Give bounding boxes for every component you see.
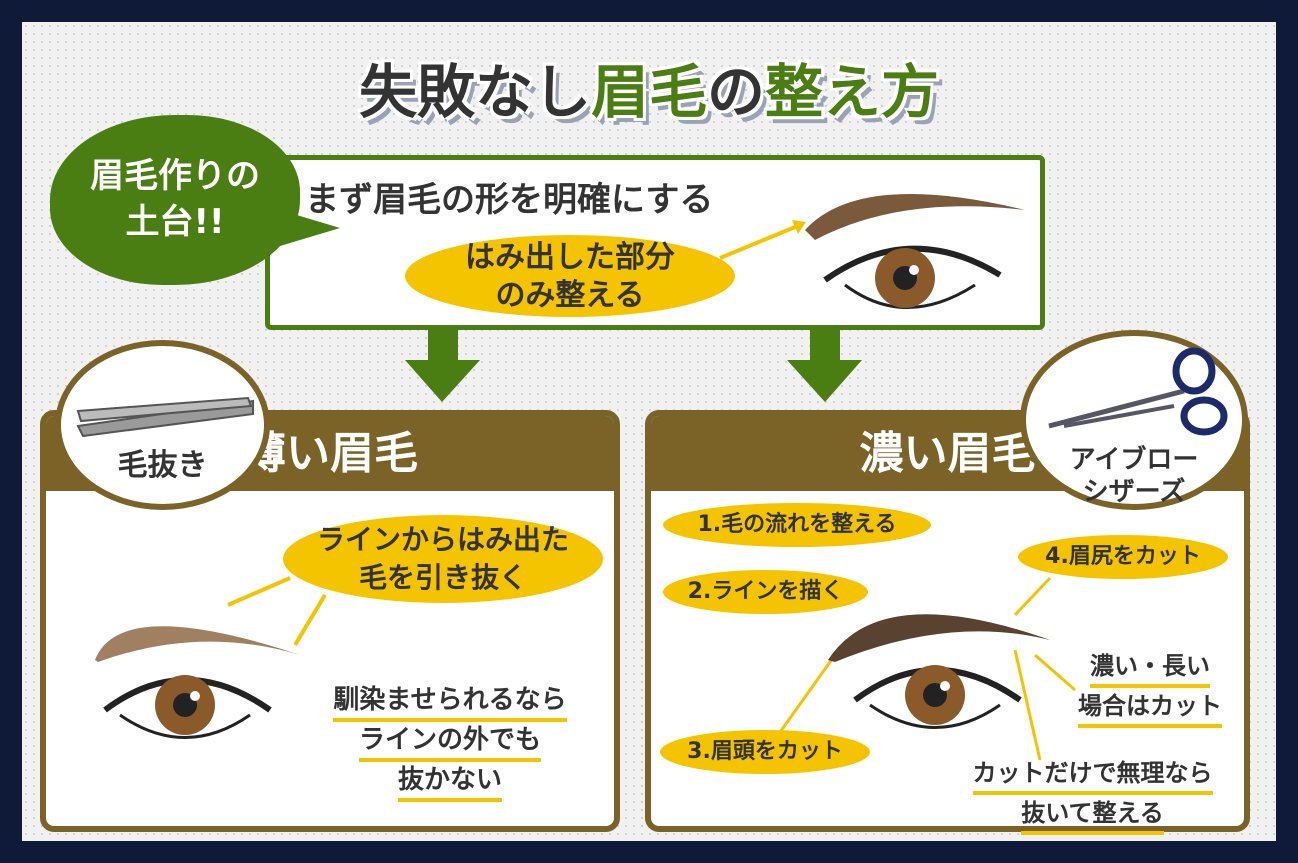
step-3: 3.眉頭をカット: [660, 730, 870, 774]
left-note: 馴染ませられるならラインの外でも抜かない: [300, 682, 600, 802]
intro-heading: まず眉毛の形を明確にする: [305, 180, 714, 220]
scissors-icon: [1048, 347, 1228, 436]
eyebrow-top: [805, 194, 1025, 240]
down-arrow-icon: [787, 330, 862, 402]
intro-pill: はみ出した部分のみ整える: [405, 235, 735, 317]
step-1: 1.毛の流れを整える: [663, 503, 931, 547]
tweezers-circle: 毛抜き: [55, 340, 270, 510]
step-2: 2.ラインを描く: [663, 570, 868, 614]
tweezers-icon: [75, 396, 254, 438]
page-title: 失敗なし眉毛の整え方: [358, 58, 940, 126]
intro-bubble: 眉毛作りの土台!!: [50, 115, 340, 285]
eye-top: [823, 245, 1002, 309]
right-note-2: カットだけで無理なら抜いて整える: [945, 755, 1240, 835]
left-callout: ラインからはみ出た毛を引き抜く: [283, 515, 603, 603]
scissors-circle: アイブローシザーズ: [1020, 330, 1248, 510]
right-note-1: 濃い・長い場合はカット: [1060, 648, 1240, 728]
step-4: 4.眉尻をカット: [1018, 535, 1228, 579]
arrow-icon: [719, 220, 806, 260]
down-arrow-icon: [405, 330, 480, 402]
